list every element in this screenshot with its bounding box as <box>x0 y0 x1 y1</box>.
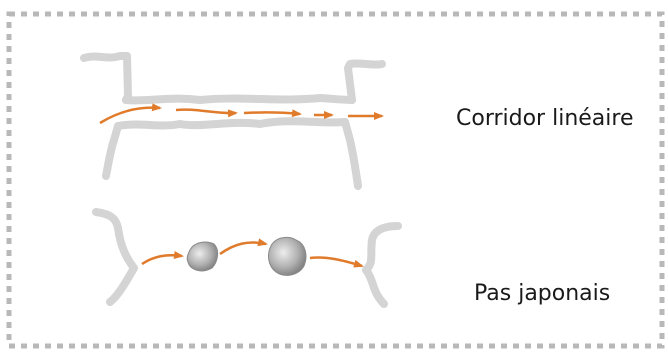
stepping-stone-patch-2 <box>268 236 307 276</box>
dashed-border <box>6 11 665 349</box>
stepping-stone-patch-1 <box>186 241 219 272</box>
stepping-right-habitat-edge <box>362 222 402 308</box>
corridor-lower-edge <box>114 117 349 130</box>
stepping-arrow-3 <box>309 256 364 268</box>
stepping-stones-label: Pas japonais <box>474 281 611 306</box>
corridor-arrow-3 <box>243 109 302 118</box>
corridor-right-bottom-edge <box>341 118 362 190</box>
corridor-left-top-edge <box>80 52 132 104</box>
corridor-arrow-2 <box>175 108 238 118</box>
corridor-label: Corridor linéaire <box>456 106 634 131</box>
stepping-stones-diagram <box>92 208 402 308</box>
stepping-arrow-2 <box>219 238 268 256</box>
corridor-right-top-edge <box>344 59 386 104</box>
corridor-arrow-1 <box>99 103 162 125</box>
corridor-upper-edge <box>122 93 356 105</box>
stepping-arrow-1 <box>141 251 184 266</box>
stepping-left-habitat-edge <box>92 208 138 306</box>
corridor-diagram <box>80 52 386 190</box>
corridor-left-bottom-edge <box>102 122 122 180</box>
